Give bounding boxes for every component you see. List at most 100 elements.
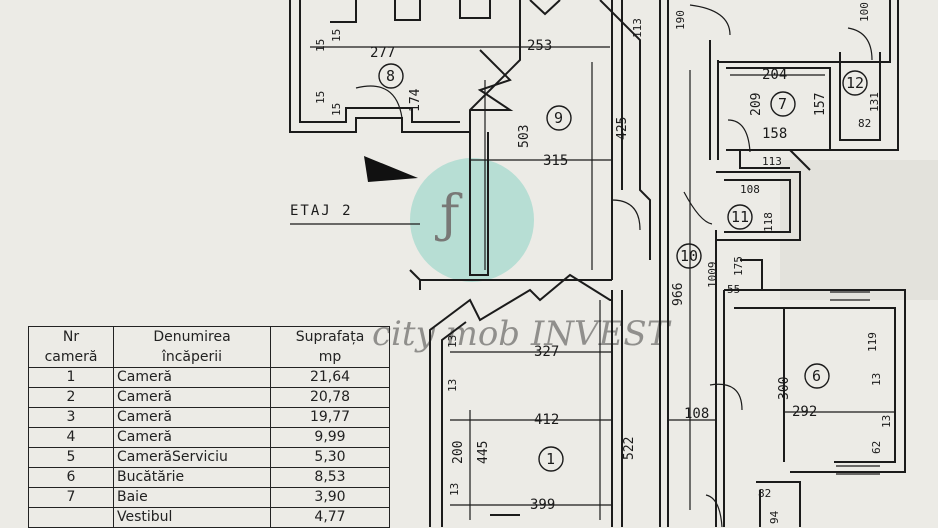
room-number-1: 1 xyxy=(546,450,555,468)
table-row: 6 Bucătărie 8,53 xyxy=(28,467,390,488)
room-area: 8,53 xyxy=(270,467,390,488)
dim-label: 158 xyxy=(762,126,787,142)
dim-label: 157 xyxy=(813,93,828,116)
room-area: 19,77 xyxy=(270,407,390,428)
room-name: Bucătărie xyxy=(113,467,271,488)
table-row: 4 Cameră 9,99 xyxy=(28,427,390,448)
dim-label: 190 xyxy=(674,10,687,30)
dim-label: 300 xyxy=(777,377,792,400)
dimension-labels: 277 253 174 15 15 15 15 503 425 315 113 … xyxy=(314,2,893,524)
table-row: 2 Cameră 20,78 xyxy=(28,387,390,408)
dim-label: 15 xyxy=(330,29,343,42)
dim-label: 113 xyxy=(631,18,644,38)
room-number-8: 8 xyxy=(386,67,395,85)
table-row: 7 Baie 3,90 xyxy=(28,487,390,508)
walls-right-upper xyxy=(716,0,899,290)
dim-label: 15 xyxy=(330,103,343,116)
header-name: Denumirea încăperii xyxy=(113,326,271,368)
room-area: 4,77 xyxy=(270,507,390,528)
walls-corridor xyxy=(659,0,725,527)
dim-label: 82 xyxy=(858,117,871,130)
room-number-12: 12 xyxy=(846,74,864,92)
dim-label: 522 xyxy=(622,437,637,460)
room-name: Cameră xyxy=(113,367,271,388)
dim-label: 62 xyxy=(870,441,883,454)
room-area: 3,90 xyxy=(270,487,390,508)
north-arrow-icon xyxy=(364,156,418,182)
dim-label: 277 xyxy=(370,45,395,61)
header-nr: Nr cameră xyxy=(28,326,114,368)
room-area: 9,99 xyxy=(270,427,390,448)
room-nr: 7 xyxy=(28,487,114,508)
room-name: Cameră xyxy=(113,427,271,448)
dim-label: 108 xyxy=(684,406,709,422)
dim-label: 209 xyxy=(749,93,764,116)
door-arcs xyxy=(355,4,873,527)
dim-label: 15 xyxy=(314,91,327,104)
dim-label: 174 xyxy=(408,88,423,112)
room-nr: 6 xyxy=(28,467,114,488)
room-nr: 1 xyxy=(28,367,114,388)
dim-label: 200 xyxy=(451,441,466,464)
room-number-10: 10 xyxy=(680,247,698,265)
room-area: 5,30 xyxy=(270,447,390,468)
dim-label: 131 xyxy=(868,92,881,112)
room-name: Baie xyxy=(113,487,271,508)
dim-label: 399 xyxy=(530,497,555,513)
dim-label: 175 xyxy=(732,256,745,276)
room-nr: 2 xyxy=(28,387,114,408)
dim-label: 253 xyxy=(527,38,552,54)
floor-label: ETAJ 2 xyxy=(290,203,353,219)
dim-label: 113 xyxy=(762,155,782,168)
dim-label: 445 xyxy=(476,441,491,464)
dim-label: 13 xyxy=(446,335,459,348)
walls-kitchen xyxy=(724,289,906,527)
dim-label: 119 xyxy=(866,332,879,352)
dimension-lines xyxy=(310,46,895,520)
floor-marker: ETAJ 2 xyxy=(290,156,420,225)
walls-room1 xyxy=(429,273,623,527)
dim-label: 327 xyxy=(534,344,559,360)
table-row: 5 CamerăServiciu 5,30 xyxy=(28,447,390,468)
dim-label: 100 xyxy=(858,2,871,22)
table-row: 3 Cameră 19,77 xyxy=(28,407,390,428)
room-number-6: 6 xyxy=(812,367,821,385)
dim-label: 315 xyxy=(543,153,568,169)
dim-label: 425 xyxy=(615,117,630,140)
dim-label: 82 xyxy=(758,487,771,500)
table-header-row: Nr cameră Denumirea încăperii Suprafața … xyxy=(28,326,390,368)
room-nr: 5 xyxy=(28,447,114,468)
dim-label: 204 xyxy=(762,67,787,83)
header-area: Suprafața mp xyxy=(270,326,390,368)
dim-label: 503 xyxy=(517,125,532,148)
room-name: Vestibul xyxy=(113,507,271,528)
room-nr: 4 xyxy=(28,427,114,448)
dim-label: 13 xyxy=(446,379,459,392)
dim-label: 966 xyxy=(671,283,686,306)
room-name: CamerăServiciu xyxy=(113,447,271,468)
dim-label: 94 xyxy=(768,510,781,524)
dim-label: 118 xyxy=(762,212,775,232)
room-area: 20,78 xyxy=(270,387,390,408)
table-row: Vestibul 4,77 xyxy=(28,507,390,528)
watermark-text: city mob INVEST xyxy=(372,314,672,354)
dim-label: 412 xyxy=(534,412,559,428)
room-area-table: Nr cameră Denumirea încăperii Suprafața … xyxy=(28,326,390,528)
table-row: 1 Cameră 21,64 xyxy=(28,367,390,388)
dim-label: 108 xyxy=(740,183,760,196)
room-nr: 3 xyxy=(28,407,114,428)
svg-text:ƒ: ƒ xyxy=(435,185,463,245)
room-area: 21,64 xyxy=(270,367,390,388)
dim-label: 13 xyxy=(880,415,893,428)
walls-left-block xyxy=(289,0,651,290)
dim-label: 292 xyxy=(792,404,817,420)
dim-label: 15 xyxy=(314,39,327,52)
dim-label: 1009 xyxy=(706,262,719,289)
room-number-7: 7 xyxy=(778,95,787,113)
room-name: Cameră xyxy=(113,407,271,428)
room-labels: 8 9 7 12 11 10 1 6 xyxy=(378,63,868,472)
room-number-9: 9 xyxy=(554,109,563,127)
room-number-11: 11 xyxy=(731,208,749,226)
dim-label: 55 xyxy=(727,283,740,296)
dim-label: 13 xyxy=(448,483,461,496)
